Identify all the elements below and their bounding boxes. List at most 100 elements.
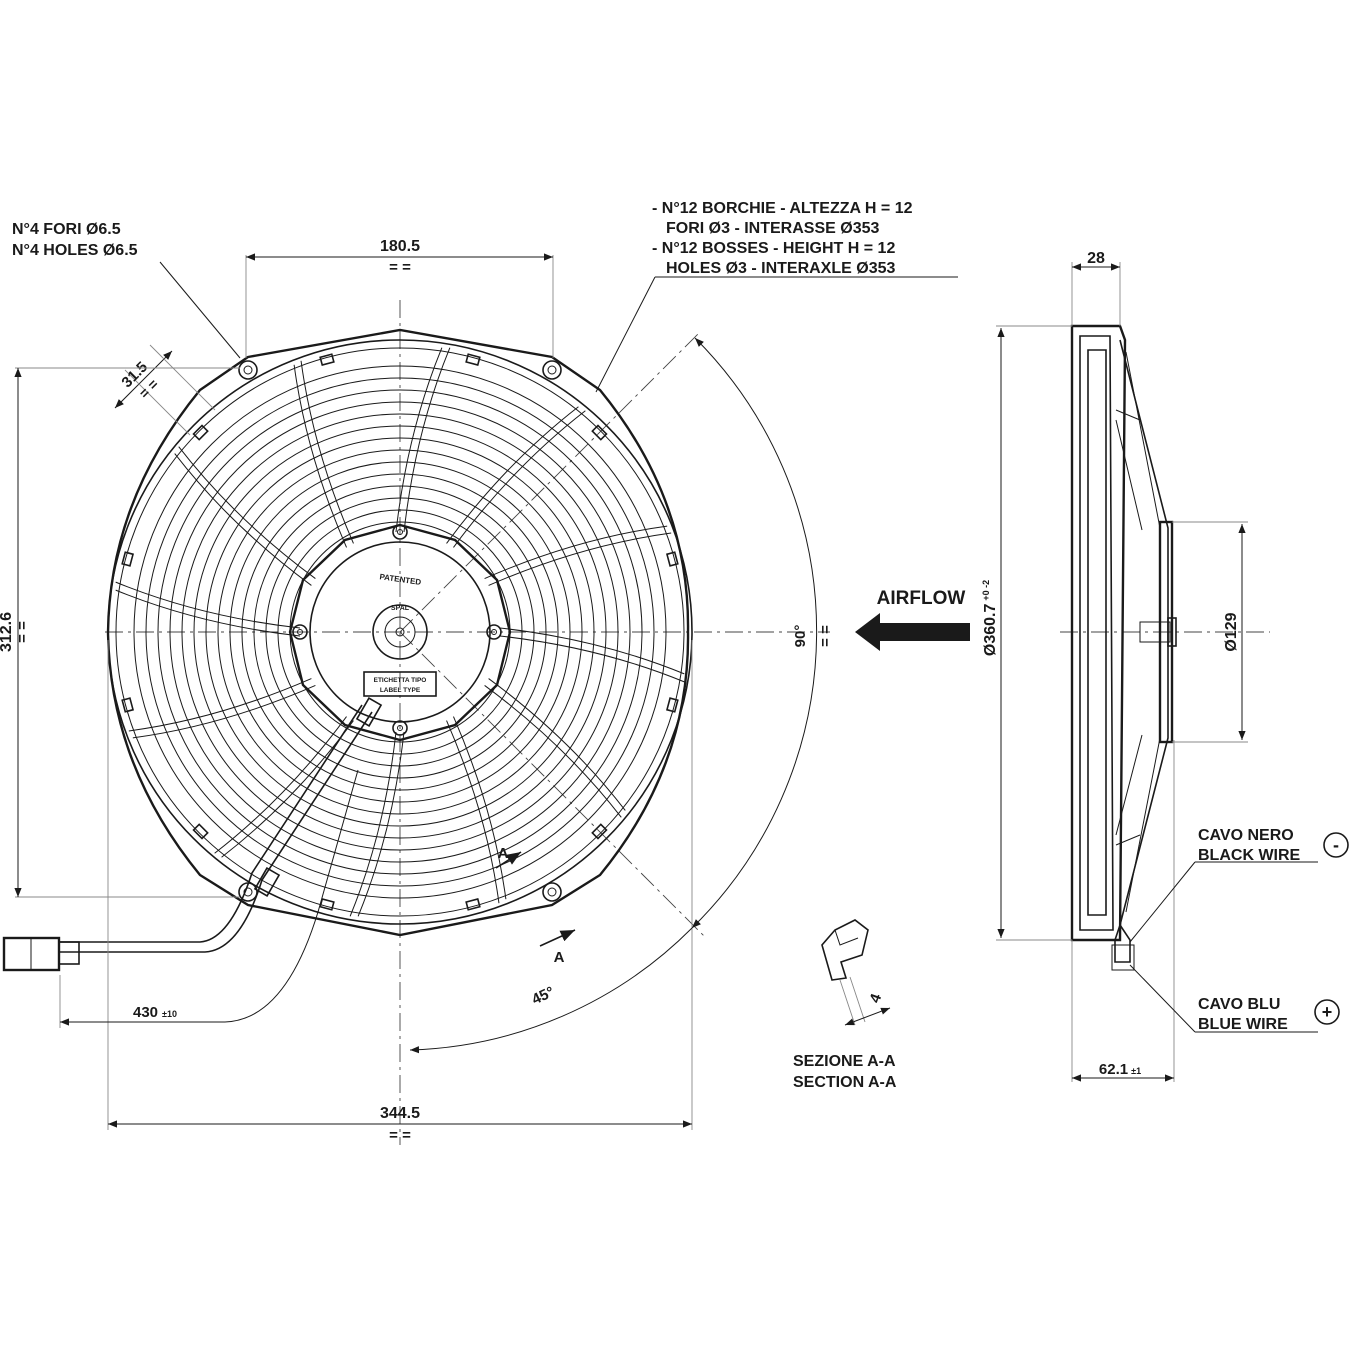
dim-height-left: 312.6	[0, 612, 15, 652]
grille-ring	[217, 449, 583, 815]
power-cable	[2, 697, 383, 972]
housing-boss	[319, 353, 335, 367]
grille-ring	[229, 461, 571, 803]
grille-ring	[205, 437, 595, 827]
dimension-312-6: 312.6 = =	[0, 367, 240, 898]
sym-top: = =	[389, 259, 411, 276]
brand-logo-text: SPAL	[391, 605, 410, 612]
grille-ring	[157, 389, 643, 875]
dim-depth-top: 28	[1087, 250, 1105, 267]
grille-spoke	[499, 627, 685, 675]
airflow-indicator: AIRFLOW	[855, 588, 970, 651]
section-markers: A A	[495, 845, 576, 966]
grille-spoke	[300, 360, 354, 544]
housing-boss	[121, 697, 135, 713]
housing-boss	[465, 353, 481, 367]
grille-ring	[241, 473, 559, 791]
bosses-label-it-1: - N°12 BORCHIE - ALTEZZA H = 12	[652, 200, 913, 217]
grille-spoke	[214, 716, 347, 854]
grille-spoke	[115, 581, 301, 629]
grille-spoke	[293, 364, 347, 548]
housing-boss	[665, 551, 679, 567]
holes-label-it: N°4 FORI Ø6.5	[12, 221, 121, 238]
section-a-a: 4 SEZIONE A-A SECTION A-A	[793, 919, 897, 1091]
housing-boss	[192, 424, 209, 441]
plus-circle-icon: +	[1314, 999, 1340, 1025]
section-thickness: 4	[866, 991, 885, 1005]
grille-spoke	[395, 347, 443, 533]
housing-boss	[192, 823, 209, 840]
grille-ring	[277, 509, 523, 755]
side-view: 28 Ø360.7+0 -2 Ø129 62.1±1 CAVO NERO BLA…	[981, 250, 1349, 1082]
arrow-left-icon	[855, 613, 970, 651]
black-wire-it: CAVO NERO	[1198, 827, 1294, 844]
label-type-en: LABEL TYPE	[380, 687, 421, 694]
mounting-holes	[238, 360, 562, 902]
grille-spoke	[484, 525, 668, 579]
grille-ring	[265, 497, 535, 767]
grille-ring	[193, 425, 607, 839]
callout-bosses: - N°12 BORCHIE - ALTEZZA H = 12 FORI Ø3 …	[595, 200, 958, 393]
plus-sign: +	[1322, 1002, 1333, 1022]
front-view: PATENTED SPAL ETICHETTA TIPO LABEL TYPE	[0, 200, 958, 1145]
blue-wire-it: CAVO BLU	[1198, 996, 1280, 1013]
grille-ring	[181, 413, 619, 851]
grille-spoke	[446, 406, 579, 544]
sym-bottom: = =	[389, 1127, 411, 1144]
grille-spoke	[446, 720, 500, 904]
dimension-180-5: 180.5 = =	[245, 238, 554, 358]
blue-wire-en: BLUE WIRE	[1198, 1016, 1288, 1033]
angle-90: 90° = =	[691, 337, 834, 929]
sym-90: = =	[817, 625, 834, 647]
dim-bottom-width: 344.5	[380, 1105, 420, 1122]
angle-45-label: 45°	[529, 983, 557, 1008]
grille-spoke	[453, 410, 586, 548]
angle-90-label: 90°	[792, 625, 809, 648]
dim-main-diameter: Ø360.7+0 -2	[981, 580, 999, 656]
callout-holes: N°4 FORI Ø6.5 N°4 HOLES Ø6.5	[12, 221, 241, 359]
housing-bosses	[121, 353, 679, 911]
housing-boss	[591, 823, 608, 840]
section-label-it: SEZIONE A-A	[793, 1053, 896, 1070]
dim-top-width: 180.5	[380, 238, 420, 255]
black-wire-en: BLACK WIRE	[1198, 847, 1301, 864]
minus-circle-icon: -	[1323, 832, 1349, 858]
grille-spoke	[357, 731, 405, 917]
dimension-344-5: 344.5 = =	[107, 640, 693, 1144]
grille-ring	[253, 485, 547, 779]
section-mark-upper: A	[498, 845, 509, 862]
grille-spoke	[484, 685, 622, 818]
grille-spoke	[115, 589, 301, 637]
airflow-label: AIRFLOW	[877, 588, 966, 609]
grille-ring	[133, 365, 667, 899]
bosses-label-en-2: HOLES Ø3 - INTERAXLE Ø353	[666, 260, 895, 277]
housing-boss	[665, 697, 679, 713]
sym-left: = =	[14, 621, 31, 643]
dimension-430: 430±10	[59, 769, 359, 1028]
minus-sign: -	[1333, 835, 1339, 855]
grille-ring	[169, 401, 631, 863]
label-type-it: ETICHETTA TIPO	[374, 677, 427, 684]
grille-spoke	[132, 685, 316, 739]
housing-boss	[319, 897, 335, 911]
grille-spoke	[128, 678, 312, 732]
dim-motor-diameter: Ø129	[1223, 612, 1240, 651]
housing-boss	[465, 897, 481, 911]
section-mark-lower: A	[554, 949, 565, 966]
bosses-label-en-1: - N°12 BOSSES - HEIGHT H = 12	[652, 240, 895, 257]
patented-label: PATENTED	[379, 572, 422, 587]
dim-cable-length: 430±10	[133, 1004, 177, 1021]
dim-depth-bottom: 62.1±1	[1099, 1061, 1141, 1078]
grille-spoke	[453, 716, 507, 900]
bosses-label-it-2: FORI Ø3 - INTERASSE Ø353	[666, 220, 879, 237]
hub-screws	[292, 524, 502, 736]
grille-spoke	[349, 731, 397, 917]
holes-label-en: N°4 HOLES Ø6.5	[12, 242, 138, 259]
grille-spokes	[115, 347, 685, 917]
section-label-en: SECTION A-A	[793, 1074, 897, 1091]
motor-hub: PATENTED SPAL ETICHETTA TIPO LABEL TYPE	[288, 523, 512, 742]
grille-spoke	[403, 347, 451, 533]
housing-boss	[591, 424, 608, 441]
grille-spoke	[174, 453, 312, 586]
